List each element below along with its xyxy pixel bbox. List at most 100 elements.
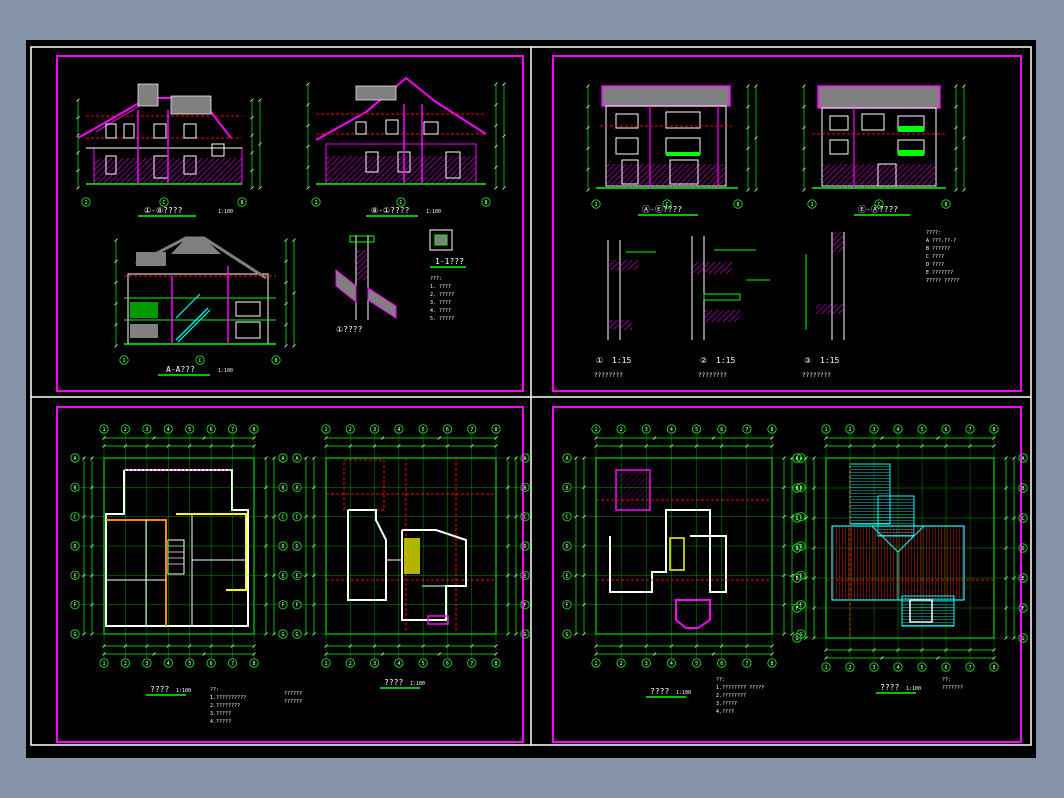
dimension-tick: [258, 142, 262, 146]
grid-axis-bubble: [965, 424, 975, 434]
grid-axis-label: E: [1021, 576, 1024, 582]
dimension-tick: [746, 125, 750, 130]
grid-axis-bubble: [70, 600, 80, 610]
grid-axis-label: 4: [167, 427, 170, 433]
grid-axis-label: G: [795, 636, 798, 642]
grid-axis-bubble: [369, 658, 380, 668]
dimension-tick: [652, 436, 657, 440]
note-line: ??:: [716, 677, 725, 683]
note-line: 5. ?????: [430, 316, 454, 322]
grid-axis-label: 7: [968, 665, 971, 671]
grid-axis-bubble: [941, 199, 951, 209]
grid-axis-bubble: [99, 658, 109, 668]
grid-axis-label: B: [1021, 486, 1024, 492]
note-line: 2. ?????: [430, 292, 454, 298]
grid-axis-bubble: [893, 424, 903, 434]
grid-axis-bubble: [467, 658, 477, 668]
legend-line: ????:: [926, 230, 941, 236]
grid-axis-label: E: [281, 573, 284, 579]
grid-axis-label: F: [799, 603, 802, 609]
dimension-tick: [802, 105, 806, 109]
section-a-a: [124, 236, 276, 345]
grid-axis-label: C: [295, 515, 298, 521]
grid-axis-label: 5: [695, 427, 698, 433]
detail-1-number: ①: [596, 356, 603, 365]
grid-axis-bubble: [874, 199, 884, 209]
grid-axis-bubble: [796, 482, 806, 492]
dimension-tick: [284, 323, 288, 327]
detail-3-scale: 1:15: [820, 356, 839, 365]
legend-line: A ???.??-?: [926, 238, 956, 244]
scale-section: 1:100: [218, 368, 233, 374]
grid-axis-bubble: [163, 658, 173, 668]
grid-axis-label: G: [295, 632, 298, 638]
grid-axis-bubble: [292, 600, 302, 610]
note-line: ???????: [942, 685, 963, 691]
dimension-tick: [292, 291, 296, 295]
note-line: 2.????????: [716, 693, 746, 699]
grid-axis-label: F: [73, 603, 76, 609]
grid-axis-bubble: [662, 199, 672, 209]
grid-axis-bubble: [520, 541, 530, 551]
dimension-tick: [586, 84, 590, 88]
grid-axis-bubble: [1018, 453, 1028, 463]
grid-axis-bubble: [292, 453, 302, 463]
detail-2-caption: ????????: [698, 372, 727, 379]
grid-axis-label: 8: [736, 202, 739, 208]
dimension-tick: [152, 436, 156, 440]
dimension-tick: [202, 436, 206, 440]
note-line: 1. ????: [430, 284, 451, 290]
grid-axis-label: C: [877, 202, 880, 208]
grid-axis-label: A: [281, 456, 284, 462]
grid-axis-label: A: [1021, 456, 1024, 462]
grid-axis-label: 6: [210, 661, 213, 667]
grid-axis-bubble: [1018, 603, 1028, 613]
dimension-tick: [152, 652, 156, 656]
grid-axis-label: 1: [810, 202, 813, 208]
scale-elevation-b: 1:100: [426, 209, 441, 215]
notes-sheet-1: ???: 1. ???? 2. ????? 3. ???? 4. ???? 5.…: [430, 276, 454, 322]
grid-axis-bubble: [792, 543, 802, 553]
grid-axis-bubble: [1018, 543, 1028, 553]
dimension-tick: [746, 84, 750, 88]
grid-axis-label: C: [399, 200, 402, 206]
dimension-tick: [954, 146, 958, 151]
grid-axis-bubble: [591, 424, 601, 434]
title-section: A-A???: [166, 365, 195, 374]
dimension-tick: [250, 133, 254, 137]
grid-axis-label: 8: [484, 200, 487, 206]
dimension-tick: [306, 165, 310, 169]
grid-axis-bubble: [1018, 573, 1028, 583]
grid-axis-bubble: [394, 658, 404, 668]
grid-axis-bubble: [917, 662, 927, 672]
grid-axis-label: 6: [944, 427, 947, 433]
grid-axis-label: 7: [231, 427, 234, 433]
grid-axis-label: 8: [252, 427, 255, 433]
dimension-tick: [250, 115, 254, 120]
scale-plan-2: 1:100: [410, 681, 425, 687]
grid-axis-label: 8: [494, 661, 497, 667]
dimension-tick: [746, 105, 750, 109]
dimension-tick: [746, 146, 750, 151]
grid-axis-label: 7: [470, 661, 473, 667]
note-line: ???:: [430, 276, 442, 282]
grid-axis-label: 2: [124, 427, 127, 433]
grid-axis-label: D: [73, 544, 76, 550]
dimension-tick: [76, 186, 80, 190]
dimension-tick: [292, 344, 296, 348]
grid-axis-bubble: [206, 424, 216, 434]
dimension-tick: [202, 652, 206, 656]
dimension-tick: [494, 186, 498, 190]
grid-axis-bubble: [442, 424, 453, 434]
node-detail: [335, 229, 453, 320]
dimension-tick: [962, 84, 966, 88]
grid-axis-label: C: [523, 515, 526, 521]
detail-1-caption: ????????: [594, 372, 623, 379]
dimension-tick: [292, 238, 296, 242]
grid-axis-bubble: [418, 658, 428, 668]
grid-axis-label: D: [1021, 546, 1024, 552]
grid-axis-label: 6: [720, 661, 723, 667]
grid-axis-label: A: [523, 456, 526, 462]
dimension-tick: [494, 103, 498, 107]
